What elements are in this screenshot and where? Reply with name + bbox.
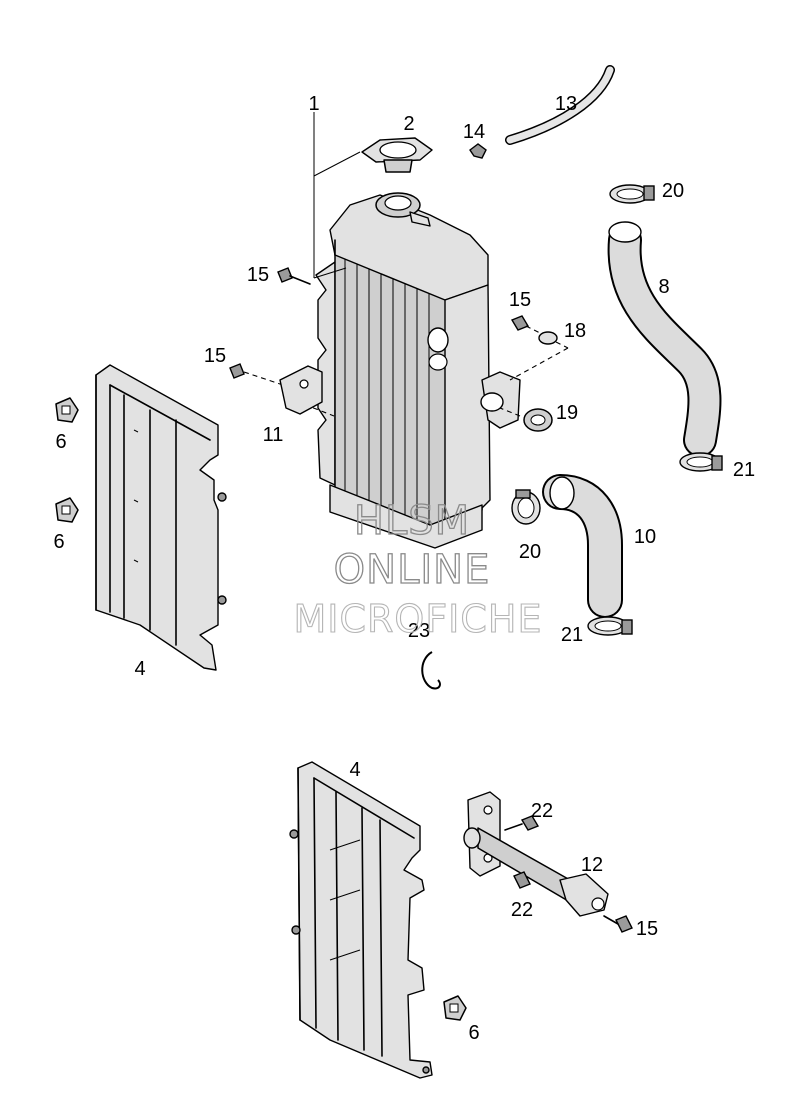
radiator-cap — [361, 137, 433, 173]
grommet-6-a — [55, 397, 79, 423]
radiator-guard-lower — [289, 761, 433, 1079]
bolt-15-mid — [229, 363, 335, 417]
bolt-15-bracket — [603, 915, 633, 933]
label-part-10: 10 — [634, 526, 656, 548]
grommet-6-b — [55, 497, 79, 523]
label-part-11: 11 — [263, 424, 284, 446]
label-part-6-c: 6 — [468, 1022, 479, 1044]
label-part-19: 19 — [556, 402, 578, 424]
bolt-22-top — [504, 815, 540, 831]
label-part-23: 23 — [408, 620, 430, 642]
label-part-22-bottom: 22 — [511, 899, 533, 921]
bolt-15-top — [277, 267, 311, 285]
bracket-12 — [463, 791, 609, 917]
hose-8 — [607, 221, 722, 457]
label-part-21-top: 21 — [733, 459, 755, 481]
grommet-6-c — [443, 995, 467, 1021]
radiator-guard-upper — [95, 364, 227, 671]
label-part-14: 14 — [463, 121, 485, 143]
clamp-21-bottom — [587, 616, 633, 636]
watermark-line-1: HLSM — [354, 498, 470, 544]
label-part-15-mid: 15 — [204, 345, 226, 367]
washer-18 — [509, 331, 569, 381]
overflow-hose — [505, 65, 615, 145]
radiator — [315, 192, 521, 549]
label-part-2: 2 — [403, 113, 414, 135]
clamp-21-top — [679, 452, 723, 472]
watermark-line-3: MICROFICHE — [293, 597, 542, 641]
bolt-15-right — [510, 315, 543, 335]
label-part-21-bottom: 21 — [561, 624, 583, 646]
leader-lines — [313, 112, 361, 279]
watermark-line-2: ONLINE — [334, 547, 491, 593]
label-part-20-top: 20 — [662, 180, 684, 202]
label-part-8: 8 — [658, 276, 669, 298]
bolt-22-bottom — [513, 871, 531, 889]
label-part-18: 18 — [564, 320, 586, 342]
label-part-15-top: 15 — [247, 264, 269, 286]
label-part-20-bottom: 20 — [519, 541, 541, 563]
label-part-1: 1 — [308, 93, 319, 115]
grommet-19 — [499, 407, 553, 432]
label-part-12: 12 — [581, 854, 603, 876]
clamp-20-bottom — [511, 489, 541, 525]
label-part-4-lower: 4 — [349, 759, 360, 781]
hose-clip-14 — [469, 143, 487, 159]
radiator-fins — [344, 248, 430, 528]
clamp-20-top — [609, 184, 655, 204]
watermark: HLSM ONLINE MICROFICHE — [293, 497, 542, 641]
label-part-15-bracket: 15 — [636, 918, 658, 940]
label-part-6-a: 6 — [55, 431, 66, 453]
label-part-22-top: 22 — [531, 800, 553, 822]
circlip-23 — [421, 651, 441, 690]
label-part-4-upper: 4 — [134, 658, 145, 680]
bracket-11 — [279, 365, 323, 415]
label-part-13: 13 — [555, 93, 577, 115]
part-labels: 1 2 13 14 20 8 15 15 18 15 19 11 6 21 6 … — [53, 93, 755, 1044]
label-part-15-right: 15 — [509, 289, 531, 311]
label-part-6-b: 6 — [53, 531, 64, 553]
hose-10 — [542, 474, 623, 618]
